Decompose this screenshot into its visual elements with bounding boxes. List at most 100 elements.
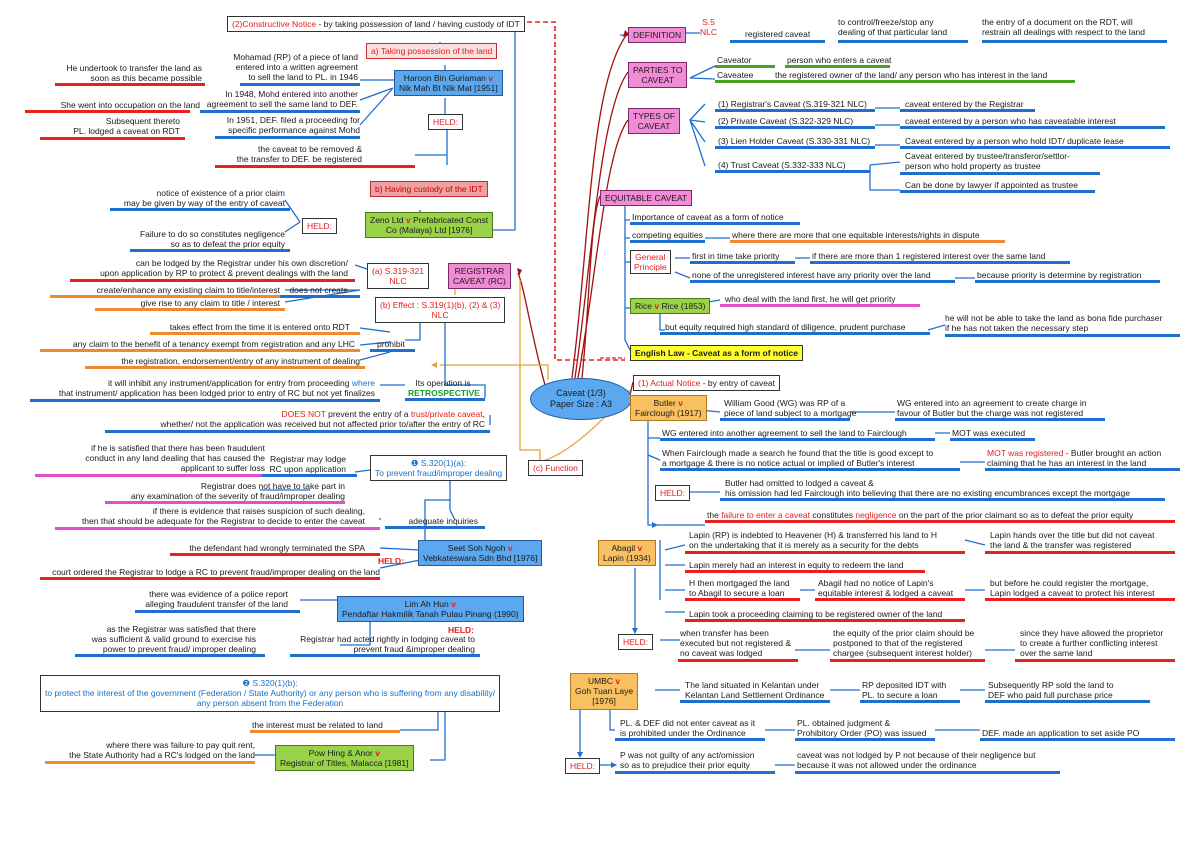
principle-1: first in time take priority (692, 251, 780, 261)
prohibit-3: the registration, endorsement/entry of a… (121, 356, 360, 366)
case-name-2: Pendaftar Hakmilik Tanah Pulau Pinang (1… (342, 609, 519, 620)
umbc-case[interactable]: UMBC v Goh Tuan Laye [1976] (570, 673, 639, 710)
underline (795, 738, 935, 741)
haroon-fact-4: She went into occupation on the land (60, 100, 200, 110)
underline (985, 700, 1150, 703)
underline (35, 474, 265, 477)
underline (815, 598, 965, 601)
types-extra: Can be done by lawyer if appointed as tr… (905, 180, 1078, 190)
general-principle-node[interactable]: General Principle (630, 250, 671, 275)
underline (200, 110, 360, 113)
underline (385, 526, 485, 529)
parties-node[interactable]: PARTIES TO CAVEAT (628, 62, 688, 89)
underline (720, 498, 1165, 501)
haroon-fact-5: In 1951, DEF. filed a proceeding for spe… (226, 115, 360, 136)
rice-point-3: he will not be able to take the land as … (945, 313, 1163, 334)
definition-label: DEFINITION (633, 30, 682, 40)
text: the (707, 510, 722, 520)
umbc-held-2: caveat was not lodged by P not because o… (797, 750, 1036, 771)
zeno-held-label[interactable]: HELD: (302, 218, 338, 235)
underline (40, 137, 185, 140)
underline (240, 83, 360, 86)
underline (45, 761, 255, 764)
rc-a-1: can be lodged by the Registrar under his… (100, 258, 348, 279)
umbc-held-label[interactable]: HELD: (565, 758, 601, 775)
actual-notice-heading[interactable]: (1) Actual Notice - by entry of caveat (633, 375, 781, 392)
underline (982, 40, 1167, 43)
s320b-node[interactable]: ❷ S.320(1)(b): to protect the interest o… (40, 675, 501, 712)
text: constitutes (810, 510, 856, 520)
english-law-node[interactable]: English Law - Caveat as a form of notice (630, 345, 803, 362)
underline (830, 659, 985, 662)
underline (660, 468, 960, 471)
s320a-3: Registrar does not have to take part in … (130, 481, 345, 502)
underline (715, 65, 775, 68)
case-name: Abagil (611, 543, 636, 553)
underline (985, 598, 1175, 601)
butler-case[interactable]: Butler v Fairclough (1917) (630, 395, 707, 422)
underline (838, 40, 968, 43)
mot-registered: MOT was registered (987, 448, 1064, 458)
underline (980, 738, 1175, 741)
underline (40, 577, 380, 580)
prohibit-1: takes effect from the time it is entered… (169, 322, 350, 332)
case-name-2: Registrar of Titles, Malacca [1981] (280, 758, 409, 769)
underline (660, 332, 930, 335)
butler-fact-4: MOT was executed (952, 428, 1026, 438)
registrar-caveat-node[interactable]: REGISTRAR CAVEAT (RC) (448, 263, 511, 290)
butler-held-label[interactable]: HELD: (655, 485, 691, 502)
underline (660, 438, 935, 441)
constructive-notice-heading[interactable]: (2)Constructive Notice - by taking posse… (227, 16, 525, 33)
lim-held-label: HELD: (448, 625, 474, 635)
equitable-node[interactable]: EQUITABLE CAVEAT (600, 190, 693, 207)
text: on the part of the prior claimant so as … (896, 510, 1134, 520)
umbc-fact-3: Subsequently RP sold the land to DEF who… (988, 680, 1114, 701)
underline (775, 80, 1075, 83)
heading-red: (1) Actual Notice (638, 378, 701, 388)
rc-b-label[interactable]: (b) Effect : S.319(1)(b), (2) & (3) NLC (375, 297, 506, 324)
butler-fact-2: WG entered into an agreement to create c… (897, 398, 1087, 419)
rc-a-label[interactable]: (a) S.319-321 NLC (367, 263, 429, 290)
center-subtitle: Paper Size : A3 (549, 399, 613, 409)
s320a-4: if there is evidence that raises suspici… (81, 506, 365, 527)
taking-possession-label[interactable]: a) Taking possession of the land (366, 43, 498, 60)
zeno-case[interactable]: Zeno Ltd v Prefabricated Const Co (Malay… (365, 212, 494, 239)
abagil-case[interactable]: Abagil v Lapin (1934) (598, 540, 656, 567)
haroon-held-label[interactable]: HELD: (428, 114, 464, 131)
butler-held-1: Butler had omitted to lodged a caveat & … (725, 478, 1130, 499)
parties-caveatee: Caveatee (717, 70, 754, 80)
center-topic[interactable]: Caveat (1/3) Paper Size : A3 (530, 378, 632, 420)
haroon-fact-1: Mohamad (RP) of a piece of land entered … (233, 52, 358, 83)
versus: v (615, 676, 621, 686)
underline (985, 551, 1175, 554)
underline (290, 654, 480, 657)
case-name: Zeno Ltd (370, 215, 404, 225)
underline (25, 110, 190, 113)
underline (1015, 659, 1175, 662)
type-1-desc: caveat entered by the Registrar (905, 99, 1024, 109)
underline (110, 208, 290, 211)
underline (50, 295, 280, 298)
underline (690, 280, 955, 283)
retrospective-text: RETROSPECTIVE (408, 388, 480, 399)
s320a-node[interactable]: ❶ S.320(1)(a):To prevent fraud/improper … (370, 455, 508, 482)
underline (70, 279, 355, 282)
underline (685, 551, 965, 554)
types-node[interactable]: TYPES OF CAVEAT (628, 108, 681, 135)
rc-function-label[interactable]: (c) Function (528, 460, 583, 477)
abagil-held-label[interactable]: HELD: (618, 634, 654, 651)
underline (678, 659, 798, 662)
underline (900, 109, 1035, 112)
underline (55, 83, 205, 86)
rice-case[interactable]: Rice v Rice (1853) (630, 298, 711, 315)
custody-idt-label[interactable]: b) Having custody of the IDT (370, 181, 488, 198)
butler-fact-1: William Good (WG) was RP of a piece of l… (724, 398, 857, 419)
underline (975, 280, 1160, 283)
type-4-desc: Caveat entered by trustee/transferor/set… (905, 151, 1070, 172)
definition-node[interactable]: DEFINITION (628, 27, 687, 44)
versus: v (507, 543, 513, 553)
